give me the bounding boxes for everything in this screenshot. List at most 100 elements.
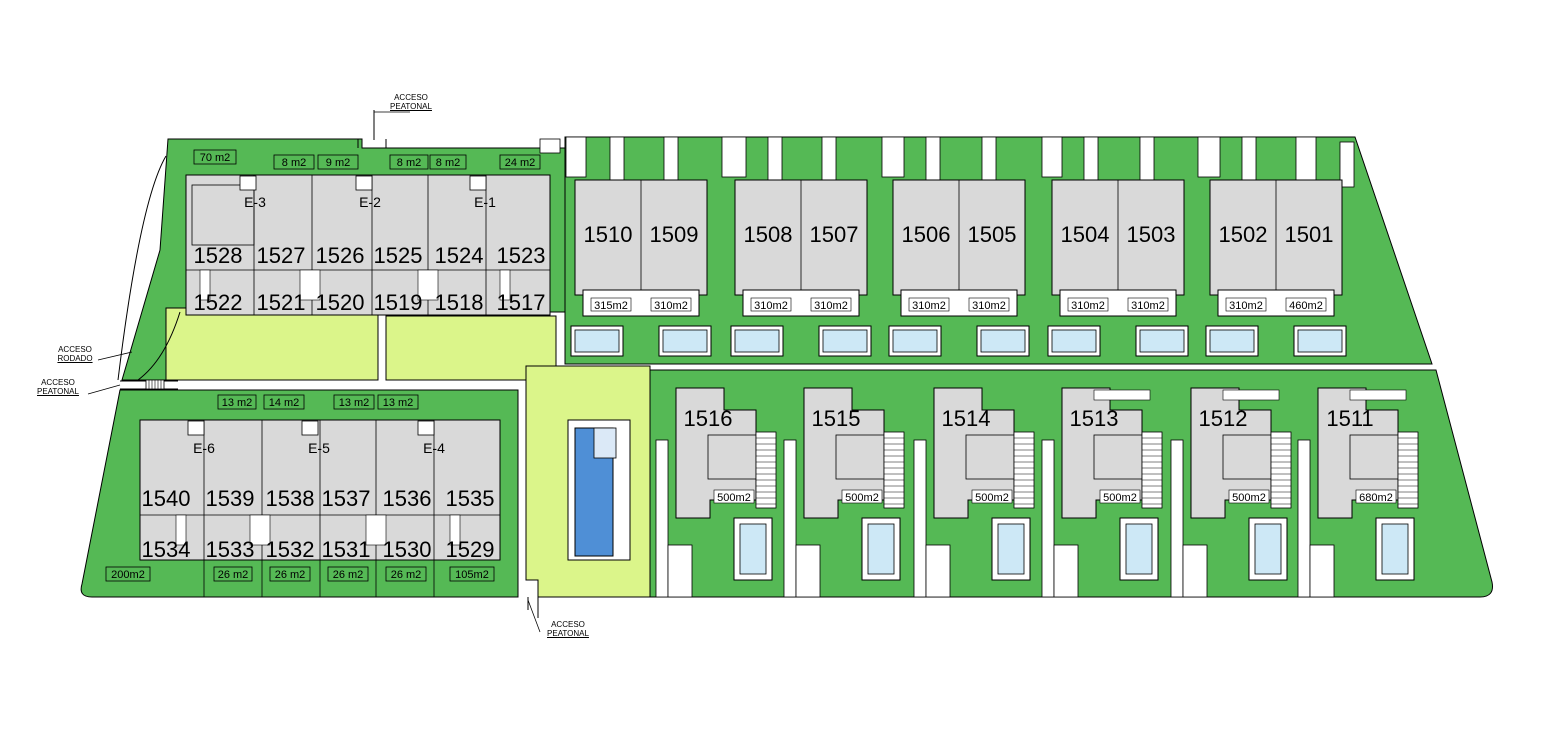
access-paths [117,110,539,618]
villa-room [1349,434,1399,480]
plot-area: 24 m2 [505,157,536,169]
plot-area: 13 m2 [222,397,253,409]
plot-area: 310m2 [814,300,848,312]
unit-number: 1508 [744,222,793,247]
plot-area: 26 m2 [218,569,249,581]
plot-area-box [713,489,755,504]
gate [1182,544,1208,598]
gate [667,544,693,598]
stair [1141,431,1163,509]
plot-area-box [590,297,632,312]
gate [1309,544,1335,598]
unit-number: 1521 [257,290,306,315]
unit-number: 1531 [322,537,371,562]
plot-area-box [1099,489,1141,504]
plot-area: 13 m2 [383,397,414,409]
plot-area: 13 m2 [339,397,370,409]
villa-room [707,434,757,480]
side-path [913,439,927,598]
pool [1381,523,1409,575]
plot-area: 500m2 [845,492,879,504]
unit-number: 1517 [497,290,546,315]
unit-number: 1525 [374,243,423,268]
pool [867,523,895,575]
pool [574,329,620,353]
pool [1254,523,1282,575]
unit-number: 1519 [374,290,423,315]
core-label: E-6 [193,440,215,456]
core-label: E-2 [359,194,381,210]
plot-area: 310m2 [912,300,946,312]
gate [1053,544,1079,598]
plot-area: 460m2 [1289,300,1323,312]
plot-area: 26 m2 [333,569,364,581]
unit-number: 1507 [810,222,859,247]
plot-area: 310m2 [1071,300,1105,312]
pool [739,523,767,575]
unit-number: 1516 [684,406,733,431]
plot-area: 310m2 [754,300,788,312]
plot-area: 8 m2 [436,157,460,169]
unit-number: 1538 [266,486,315,511]
south-apartment-block [105,394,501,597]
pool [892,329,938,353]
pool [1209,329,1255,353]
plot-area: 200m2 [111,569,145,581]
unit-number: 1530 [383,537,432,562]
common-area-west [165,307,379,381]
plot-area: 500m2 [975,492,1009,504]
plot-area-box [908,297,950,312]
unit-number: 1537 [322,486,371,511]
unit-number: 1515 [812,406,861,431]
unit-number: 1540 [142,486,191,511]
unit-number: 1514 [942,406,991,431]
unit-number: 1503 [1127,222,1176,247]
unit-number: 1523 [497,243,546,268]
side-path [1297,439,1311,598]
plot-area: 26 m2 [275,569,306,581]
pool [1051,329,1097,353]
plot-area-box [968,297,1010,312]
plot-area-box [1127,297,1169,312]
core-label: E-5 [308,440,330,456]
pool [997,523,1025,575]
unit-number: 1527 [257,243,306,268]
plot-area: 500m2 [717,492,751,504]
unit-number: 1510 [584,222,633,247]
plot-area: 310m2 [972,300,1006,312]
villa-room [835,434,885,480]
unit-number: 1524 [435,243,484,268]
plot-area-box [971,489,1013,504]
unit-number: 1502 [1219,222,1268,247]
stair [1270,431,1292,509]
plot-area: 310m2 [654,300,688,312]
plot-area: 9 m2 [326,157,350,169]
detached-villas: 1516500m21515500m21514500m21513500m21512… [655,387,1419,598]
unit-number: 1535 [446,486,495,511]
unit-number: 1511 [1326,406,1373,431]
side-path [1041,439,1055,598]
pool [980,329,1026,353]
villa: 1514 500m2 [913,387,1035,598]
plot-area-box [1355,489,1397,504]
stair [1013,431,1035,509]
unit-number: 1539 [206,486,255,511]
villa-room [1222,434,1272,480]
plot-area: 70 m2 [200,152,231,164]
side-path [655,439,669,598]
plot-area-box [1225,297,1267,312]
plot-area: 26 m2 [391,569,422,581]
plot-area: 315m2 [594,300,628,312]
unit-number: 1504 [1061,222,1110,247]
plot-separators [565,136,1355,193]
plot-area-box [1285,297,1327,312]
plot-area: 310m2 [1131,300,1165,312]
unit-number: 1520 [316,290,365,315]
unit-number: 1506 [902,222,951,247]
